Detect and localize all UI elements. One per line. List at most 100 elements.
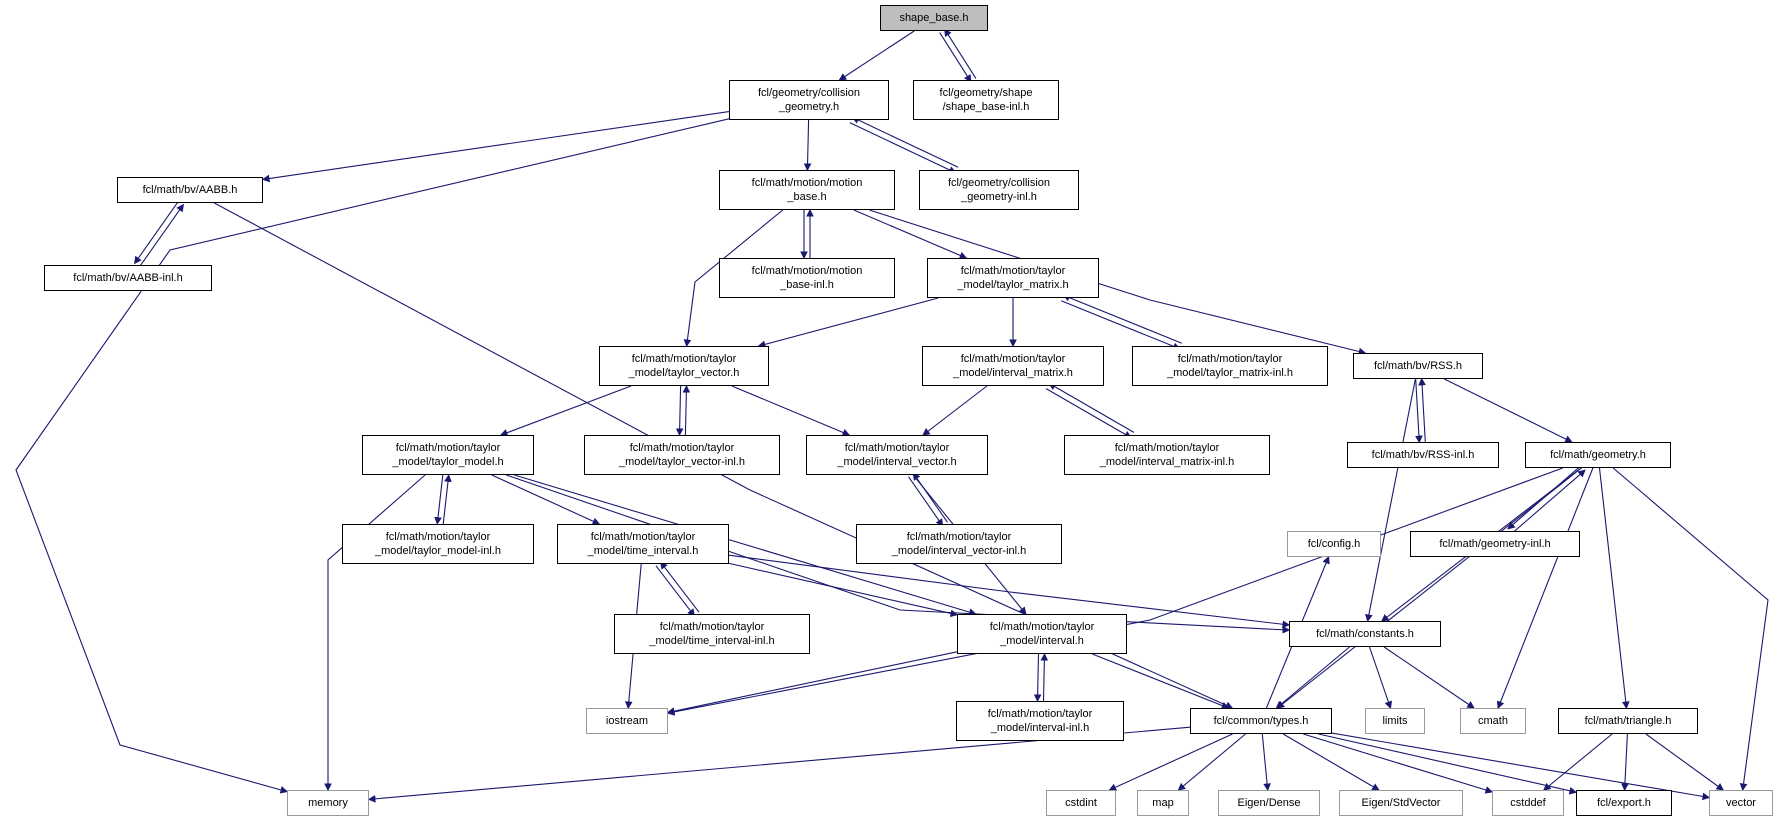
edge-types-to-map — [1177, 733, 1246, 791]
edge-interval_matrix-to-interval_matrix_inl — [1045, 388, 1132, 439]
node-label: fcl/math/motion/taylor _model/taylor_mod… — [375, 530, 501, 557]
node-interval_matrix_inl[interactable]: fcl/math/motion/taylor _model/interval_m… — [1064, 435, 1270, 475]
node-label: fcl/math/bv/RSS.h — [1373, 359, 1463, 372]
node-label: fcl/math/motion/taylor _model/interval.h — [989, 620, 1095, 647]
node-taylor_matrix_inl[interactable]: fcl/math/motion/taylor _model/taylor_mat… — [1132, 346, 1328, 386]
edge-time_interval-to-interval — [728, 562, 959, 618]
edge-time_interval-to-time_interval_inl — [655, 565, 696, 617]
edge-taylor_model-to-memory — [324, 474, 426, 792]
node-cstdint: cstdint — [1046, 790, 1116, 816]
edge-taylor_matrix_inl-to-taylor_matrix — [1062, 294, 1183, 344]
node-types[interactable]: fcl/common/types.h — [1190, 708, 1332, 734]
edge-shape_base-to-collision_geometry — [838, 30, 915, 81]
node-label: fcl/math/bv/AABB.h — [142, 183, 238, 196]
node-label: fcl/math/bv/AABB-inl.h — [73, 271, 183, 284]
node-label: fcl/math/motion/taylor _model/taylor_vec… — [619, 441, 745, 468]
node-time_interval[interactable]: fcl/math/motion/taylor _model/time_inter… — [557, 524, 729, 564]
edge-taylor_vector-to-taylor_model — [499, 385, 632, 437]
edge-geometry-to-triangle — [1598, 467, 1630, 710]
edge-interval_vector-to-interval_vector_inl — [908, 476, 944, 527]
node-taylor_vector_inl[interactable]: fcl/math/motion/taylor _model/taylor_vec… — [584, 435, 780, 475]
edge-geometry_inl-to-geometry — [1511, 469, 1586, 534]
edge-geometry-to-iostream — [666, 467, 1563, 716]
node-geometry_inl[interactable]: fcl/math/geometry-inl.h — [1410, 531, 1580, 557]
node-label: fcl/geometry/collision _geometry.h — [757, 86, 861, 113]
node-rss[interactable]: fcl/math/bv/RSS.h — [1353, 353, 1483, 379]
edge-triangle-to-export — [1621, 733, 1629, 792]
node-label: fcl/geometry/collision _geometry-inl.h — [947, 176, 1051, 203]
node-aabb[interactable]: fcl/math/bv/AABB.h — [117, 177, 263, 203]
edge-taylor_model-to-taylor_model_inl — [434, 474, 444, 525]
edge-rss_inl-to-rss — [1418, 377, 1426, 442]
node-label: fcl/geometry/shape /shape_base-inl.h — [939, 86, 1033, 113]
edge-taylor_model-to-constants — [506, 474, 1291, 634]
edge-motion_base-to-taylor_matrix — [853, 209, 968, 259]
edge-shape_base_inl-to-shape_base — [944, 28, 977, 79]
node-rss_inl[interactable]: fcl/math/bv/RSS-inl.h — [1347, 442, 1499, 468]
node-label: fcl/math/motion/taylor _model/time_inter… — [649, 620, 775, 647]
node-taylor_vector[interactable]: fcl/math/motion/taylor _model/taylor_vec… — [599, 346, 769, 386]
edge-interval_vector_inl-to-interval_vector — [912, 472, 948, 523]
node-interval_vector[interactable]: fcl/math/motion/taylor _model/interval_v… — [806, 435, 988, 475]
node-label: cstdint — [1065, 796, 1097, 809]
node-label: map — [1152, 796, 1174, 809]
node-aabb_inl[interactable]: fcl/math/bv/AABB-inl.h — [44, 265, 212, 291]
edge-interval_matrix-to-interval_vector — [922, 385, 988, 436]
edge-taylor_model-to-time_interval — [491, 474, 601, 525]
edge-time_interval_inl-to-time_interval — [659, 561, 700, 613]
node-label: vector — [1726, 796, 1756, 809]
node-label: fcl/math/motion/taylor _model/time_inter… — [587, 530, 699, 557]
edge-taylor_vector-to-interval_vector — [731, 385, 851, 437]
edge-interval-to-interval_inl — [1033, 653, 1042, 703]
node-label: fcl/config.h — [1307, 537, 1361, 550]
node-label: fcl/export.h — [1597, 796, 1651, 809]
node-label: fcl/math/bv/RSS-inl.h — [1371, 448, 1475, 461]
edge-interval-to-iostream — [666, 651, 958, 715]
edge-taylor_matrix-to-taylor_matrix_inl — [1060, 300, 1181, 350]
edge-motion_base-to-taylor_vector — [683, 209, 784, 348]
node-constants[interactable]: fcl/math/constants.h — [1289, 621, 1441, 647]
node-eigen_dense: Eigen/Dense — [1218, 790, 1320, 816]
node-label: fcl/math/motion/taylor _model/interval_m… — [1099, 441, 1235, 468]
node-interval_matrix[interactable]: fcl/math/motion/taylor _model/interval_m… — [922, 346, 1104, 386]
node-motion_base[interactable]: fcl/math/motion/motion _base.h — [719, 170, 895, 210]
edge-motion_base-to-rss — [869, 209, 1367, 356]
node-cmath: cmath — [1460, 708, 1526, 734]
node-label: Eigen/Dense — [1237, 796, 1301, 809]
node-taylor_model[interactable]: fcl/math/motion/taylor _model/taylor_mod… — [362, 435, 534, 475]
node-collision_geometry_inl[interactable]: fcl/geometry/collision _geometry-inl.h — [919, 170, 1079, 210]
edge-collision_geometry-to-memory — [15, 118, 730, 794]
node-export[interactable]: fcl/export.h — [1576, 790, 1672, 816]
node-label: shape_base.h — [899, 11, 969, 24]
edge-collision_geometry-to-motion_base — [803, 119, 812, 172]
node-config: fcl/config.h — [1287, 531, 1381, 557]
edge-constants-to-cmath — [1383, 646, 1475, 709]
node-eigen_stdvector: Eigen/StdVector — [1339, 790, 1463, 816]
node-interval_vector_inl[interactable]: fcl/math/motion/taylor _model/interval_v… — [856, 524, 1062, 564]
node-label: fcl/math/constants.h — [1316, 627, 1414, 640]
edge-geometry-to-vector — [1612, 467, 1769, 792]
node-triangle[interactable]: fcl/math/triangle.h — [1558, 708, 1698, 734]
node-label: fcl/math/geometry.h — [1550, 448, 1646, 461]
edge-types-to-vector — [1331, 732, 1711, 801]
node-motion_base_inl[interactable]: fcl/math/motion/motion _base-inl.h — [719, 258, 895, 298]
node-label: fcl/math/motion/taylor _model/interval-i… — [987, 707, 1093, 734]
edge-constants-to-types — [1275, 646, 1350, 709]
edge-geometry-to-cmath — [1496, 467, 1594, 710]
node-taylor_model_inl[interactable]: fcl/math/motion/taylor _model/taylor_mod… — [342, 524, 534, 564]
node-shape_base_inl[interactable]: fcl/geometry/shape /shape_base-inl.h — [913, 80, 1059, 120]
node-iostream: iostream — [586, 708, 668, 734]
node-interval[interactable]: fcl/math/motion/taylor _model/interval.h — [957, 614, 1127, 654]
node-geometry[interactable]: fcl/math/geometry.h — [1525, 442, 1671, 468]
node-label: limits — [1382, 714, 1408, 727]
edge-types-to-cstdint — [1108, 733, 1233, 791]
node-interval_inl[interactable]: fcl/math/motion/taylor _model/interval-i… — [956, 701, 1124, 741]
node-label: memory — [308, 796, 348, 809]
node-taylor_matrix[interactable]: fcl/math/motion/taylor _model/taylor_mat… — [927, 258, 1099, 298]
node-time_interval_inl[interactable]: fcl/math/motion/taylor _model/time_inter… — [614, 614, 810, 654]
node-vector: vector — [1709, 790, 1773, 816]
edge-aabb-to-aabb_inl — [134, 200, 179, 265]
node-collision_geometry[interactable]: fcl/geometry/collision _geometry.h — [729, 80, 889, 120]
node-label: cstddef — [1510, 796, 1546, 809]
